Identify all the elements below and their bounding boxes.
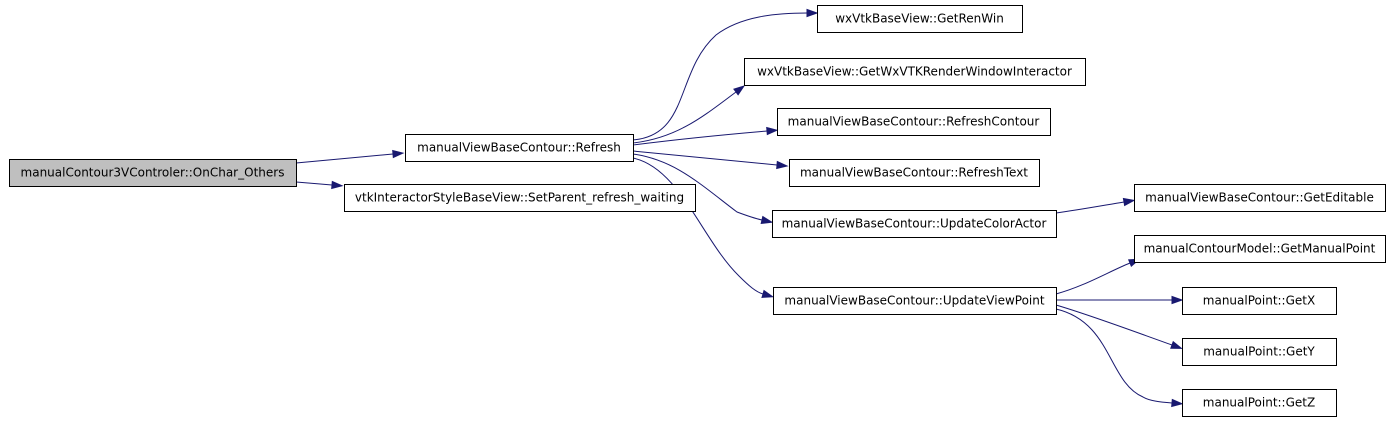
node-box <box>1134 184 1386 212</box>
node-box <box>1182 338 1337 366</box>
edge-n0-n1 <box>295 149 405 164</box>
node-n13[interactable]: manualPoint::GetZ <box>1182 389 1337 417</box>
arrowhead-icon <box>1171 398 1184 408</box>
arrowhead-icon <box>1122 197 1136 207</box>
edge-n1-n4 <box>632 85 746 144</box>
edge-line <box>632 150 778 166</box>
node-box <box>777 108 1051 136</box>
arrowhead-icon <box>760 215 774 224</box>
edge-line <box>295 153 394 164</box>
node-label: manualPoint::GetX <box>1203 294 1315 308</box>
node-box <box>405 134 634 162</box>
edge-line <box>632 12 808 141</box>
node-n2[interactable]: vtkInteractorStyleBaseView::SetParent_re… <box>344 184 696 212</box>
node-label: manualViewBaseContour::UpdateColorActor <box>782 217 1047 231</box>
node-label: manualViewBaseContour::GetEditable <box>1145 191 1374 205</box>
nodes-layer: manualContour3VControler::OnChar_Othersm… <box>9 5 1386 417</box>
edge-n1-n5 <box>632 126 779 146</box>
edge-line <box>632 130 768 146</box>
edge-n8-n12 <box>1055 304 1183 349</box>
node-label: manualContourModel::GetManualPoint <box>1144 242 1376 256</box>
edge-line <box>1055 304 1173 346</box>
node-label: manualContour3VControler::OnChar_Others <box>21 166 285 180</box>
node-n6[interactable]: manualViewBaseContour::RefreshText <box>789 159 1040 187</box>
edge-n7-n9 <box>1055 197 1136 214</box>
node-n0[interactable]: manualContour3VControler::OnChar_Others <box>9 159 297 187</box>
arrowhead-icon <box>761 289 775 298</box>
edge-n0-n2 <box>295 180 344 190</box>
node-box <box>789 159 1040 187</box>
arrowhead-icon <box>806 8 819 18</box>
node-box <box>744 58 1086 86</box>
edge-n8-n13 <box>1055 308 1184 408</box>
edge-line <box>295 181 333 186</box>
node-label: manualViewBaseContour::Refresh <box>417 141 621 155</box>
node-label: manualViewBaseContour::UpdateViewPoint <box>784 294 1044 308</box>
node-label: manualPoint::GetZ <box>1203 396 1315 410</box>
node-label: manualPoint::GetY <box>1203 345 1315 359</box>
edge-n1-n7 <box>632 153 774 224</box>
node-n3[interactable]: wxVtkBaseView::GetRenWin <box>817 5 1023 33</box>
edge-n8-n11 <box>1055 295 1184 305</box>
node-box <box>9 159 297 187</box>
node-box <box>817 5 1023 33</box>
edge-line <box>1055 262 1131 295</box>
arrowhead-icon <box>766 126 779 136</box>
edge-line <box>632 153 763 221</box>
arrowhead-icon <box>1171 295 1184 305</box>
node-n4[interactable]: wxVtkBaseView::GetWxVTKRenderWindowInter… <box>744 58 1086 86</box>
node-n9[interactable]: manualViewBaseContour::GetEditable <box>1134 184 1386 212</box>
edges-layer <box>295 8 1184 408</box>
node-label: wxVtkBaseView::GetWxVTKRenderWindowInter… <box>757 65 1072 79</box>
node-label: wxVtkBaseView::GetRenWin <box>835 12 1004 26</box>
node-n8[interactable]: manualViewBaseContour::UpdateViewPoint <box>773 287 1057 315</box>
node-n7[interactable]: manualViewBaseContour::UpdateColorActor <box>772 210 1057 238</box>
edge-n1-n8 <box>632 157 775 298</box>
node-box <box>1182 287 1337 315</box>
node-n11[interactable]: manualPoint::GetX <box>1182 287 1337 315</box>
edge-line <box>632 91 737 144</box>
edge-n8-n10 <box>1055 258 1141 295</box>
edge-line <box>1055 201 1125 214</box>
arrowhead-icon <box>1170 340 1183 349</box>
node-box <box>1182 389 1337 417</box>
node-box <box>772 210 1057 238</box>
edge-line <box>632 157 764 295</box>
edge-n1-n6 <box>632 150 789 170</box>
node-box <box>1134 235 1386 263</box>
arrowhead-icon <box>776 160 789 170</box>
arrowhead-icon <box>733 85 746 96</box>
arrowhead-icon <box>331 180 344 190</box>
node-label: manualViewBaseContour::RefreshText <box>800 166 1028 180</box>
node-n12[interactable]: manualPoint::GetY <box>1182 338 1337 366</box>
edge-n1-n3 <box>632 8 819 141</box>
edge-line <box>1055 308 1173 404</box>
node-n5[interactable]: manualViewBaseContour::RefreshContour <box>777 108 1051 136</box>
node-box <box>773 287 1057 315</box>
node-label: manualViewBaseContour::RefreshContour <box>788 115 1040 129</box>
node-box <box>344 184 696 212</box>
arrowhead-icon <box>392 149 405 159</box>
node-label: vtkInteractorStyleBaseView::SetParent_re… <box>355 191 684 205</box>
node-n1[interactable]: manualViewBaseContour::Refresh <box>405 134 634 162</box>
node-n10[interactable]: manualContourModel::GetManualPoint <box>1134 235 1386 263</box>
